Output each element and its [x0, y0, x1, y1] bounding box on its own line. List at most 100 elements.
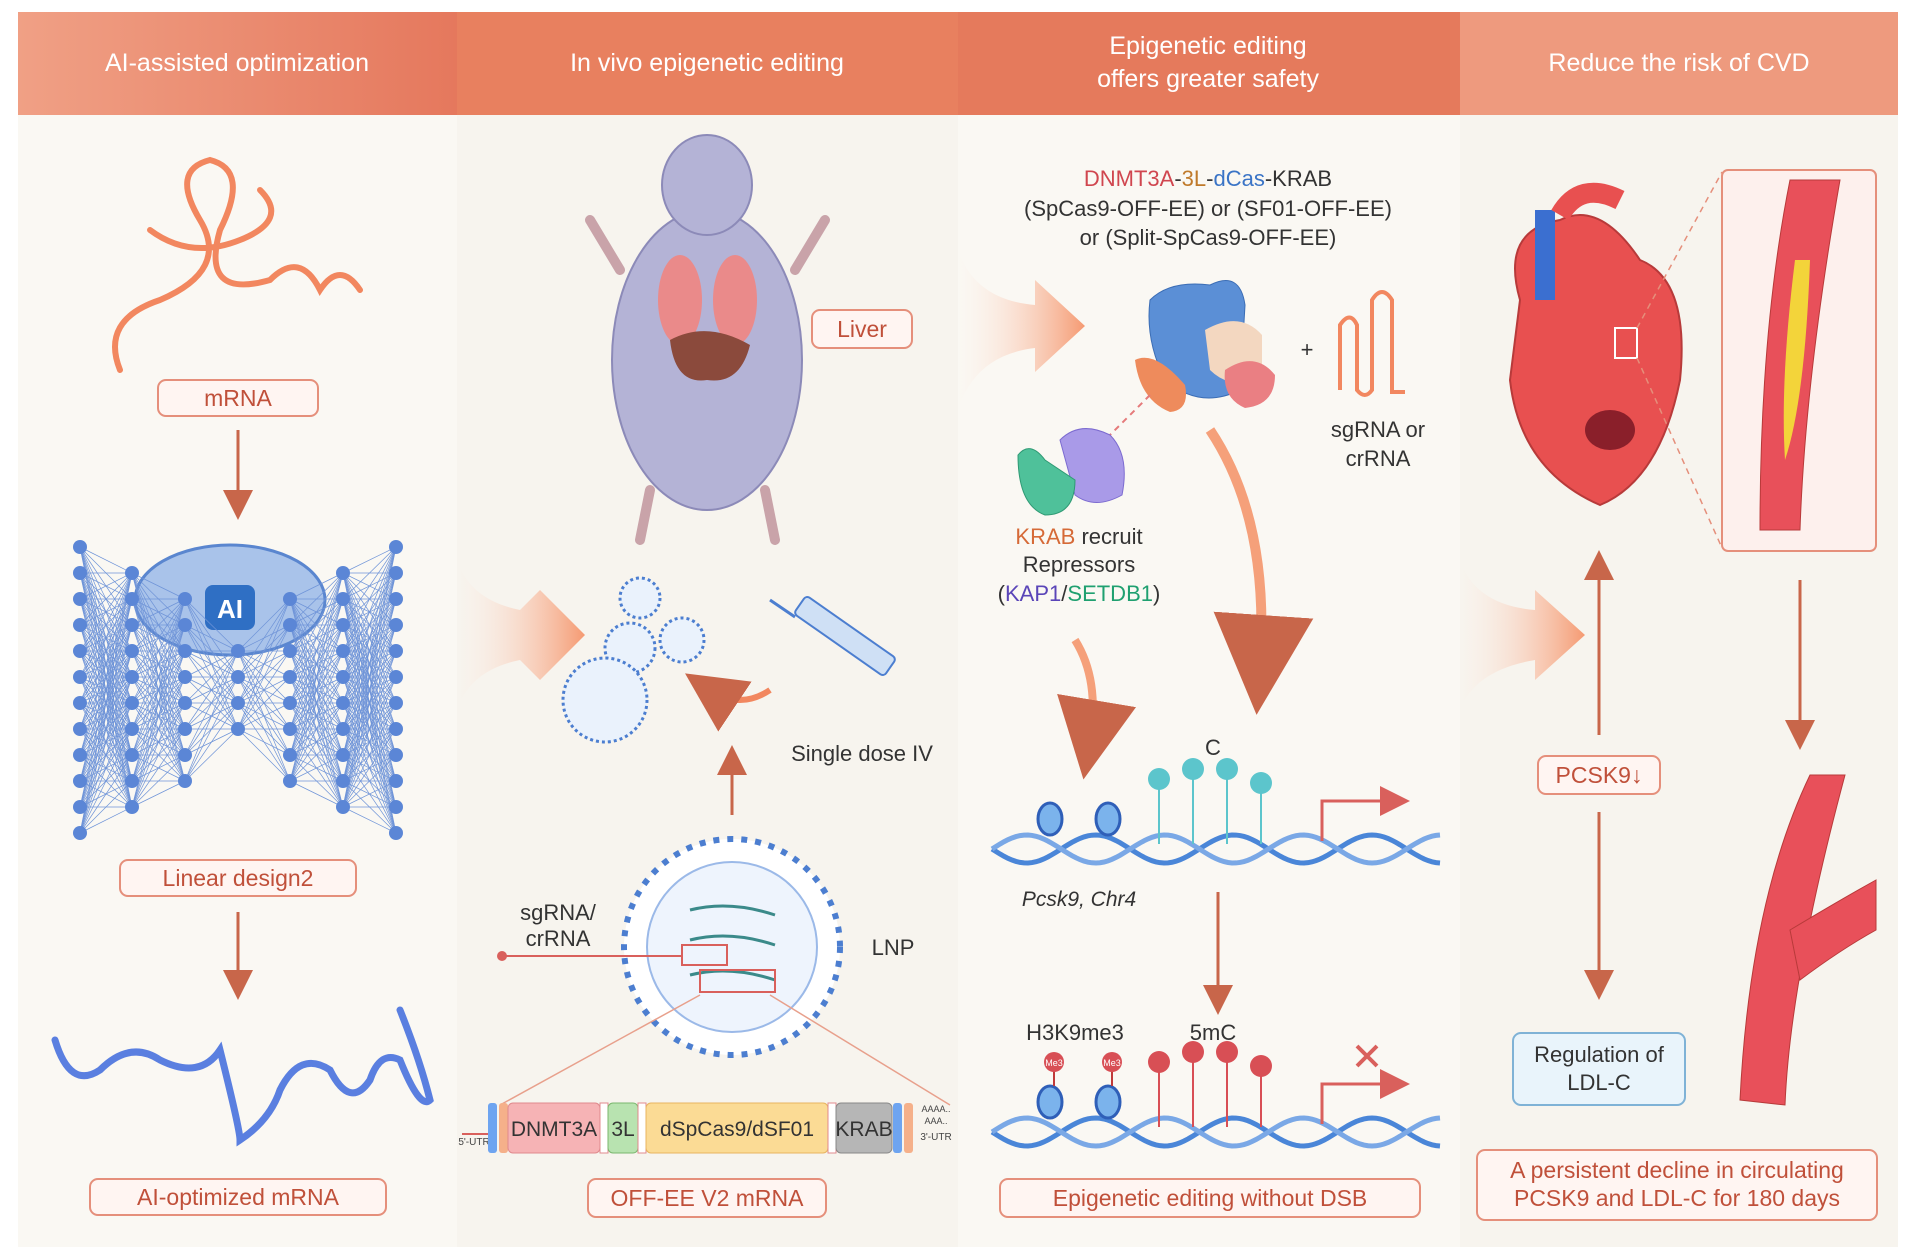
off-ee-v2-box: [587, 1178, 827, 1218]
liver-label: Liver: [837, 316, 887, 342]
dna-strand: [990, 832, 1441, 866]
nn-node: [178, 774, 192, 788]
nn-node: [336, 722, 350, 736]
nn-node: [125, 592, 139, 606]
nn-node: [231, 670, 245, 684]
nn-node: [389, 826, 403, 840]
regulation-label: Regulation of: [1534, 1042, 1665, 1067]
construct-name: DNMT3A-3L-dCas-KRAB: [1084, 166, 1332, 191]
panel-title: Reduce the risk of CVD: [1548, 49, 1809, 77]
crrna-label: crRNA: [1346, 446, 1411, 471]
panel-title-line1: Epigenetic editing: [1109, 32, 1306, 60]
nn-node: [125, 670, 139, 684]
panel-header: [457, 12, 958, 115]
injection-arrow: [685, 673, 772, 732]
ldl-regulation-box: [1512, 1032, 1686, 1106]
nn-node: [336, 774, 350, 788]
mrna-strand-icon: [112, 156, 363, 373]
nn-node: [125, 722, 139, 736]
single-dose-label: Single dose IV: [791, 741, 933, 766]
nn-node: [283, 774, 297, 788]
nn-node: [178, 748, 192, 762]
polya-label: AAA..: [924, 1116, 947, 1126]
nn-node: [125, 800, 139, 814]
panel-title: AI-assisted optimization: [105, 49, 369, 77]
me3-label: Me3: [1103, 1058, 1121, 1068]
dnmt3a-segment: DNMT3A: [511, 1118, 597, 1141]
nn-node: [125, 774, 139, 788]
repressor-proteins-icon: [1017, 428, 1125, 516]
utr3-label: 3'-UTR: [920, 1132, 951, 1143]
nn-node: [336, 748, 350, 762]
unmethylated-cpg: [1182, 758, 1204, 780]
liver-label-box: [811, 309, 913, 349]
dna-methylated: Me3 Me3: [990, 1041, 1441, 1149]
transition-arrow: [958, 250, 1085, 410]
nn-node: [178, 670, 192, 684]
3l-segment: 3L: [611, 1118, 634, 1141]
lnp-label: LNP: [872, 935, 915, 960]
nn-node: [283, 696, 297, 710]
nn-node: [178, 696, 192, 710]
panel-header: [958, 12, 1460, 115]
lnp-icon: [621, 836, 843, 1058]
nn-node: [283, 644, 297, 658]
curved-arrow: [1205, 427, 1314, 715]
5mc-label: 5mC: [1190, 1020, 1237, 1045]
crrna-label: crRNA: [526, 926, 591, 951]
me3-mark: [1102, 1052, 1122, 1072]
nn-node: [389, 696, 403, 710]
pcsk9-label: PCSK9↓: [1556, 762, 1643, 788]
methylated-cpg: [1182, 1041, 1204, 1063]
nn-node: [389, 618, 403, 632]
nn-node: [73, 826, 87, 840]
nn-node: [283, 592, 297, 606]
nn-node: [389, 540, 403, 554]
blocked-x-icon: [1355, 1044, 1379, 1068]
mrna-label-box: [157, 379, 319, 417]
kap1-setdb1-label: (KAP1/SETDB1): [998, 581, 1161, 606]
construct-variants: (SpCas9-OFF-EE) or (SF01-OFF-EE): [1024, 196, 1392, 221]
panel-header: [18, 12, 457, 115]
transcription-arrow-icon: [1320, 1069, 1410, 1124]
nucleosome-icon: [1094, 1084, 1122, 1120]
nn-node: [125, 618, 139, 632]
krab-segment: KRAB: [835, 1118, 892, 1141]
dna-strand: [990, 832, 1441, 866]
construct-variants-2: or (Split-SpCas9-OFF-EE): [1080, 225, 1337, 250]
ai-optimized-mrna-box: [89, 1178, 387, 1216]
lnp-particles-icon: [561, 576, 706, 744]
nn-node: [73, 800, 87, 814]
off-ee-v2-label: OFF-EE V2 mRNA: [611, 1185, 805, 1211]
nn-node: [283, 722, 297, 736]
nn-node: [178, 644, 192, 658]
panel-title-line2: offers greater safety: [1097, 65, 1319, 93]
sgrna-label: sgRNA or: [1331, 417, 1425, 442]
sgrna-hairpin-icon: [1338, 290, 1405, 397]
repressors-label: Repressors: [1023, 552, 1135, 577]
methylated-cpg: [1148, 1051, 1170, 1073]
nn-node: [231, 696, 245, 710]
nn-node: [389, 670, 403, 684]
transition-arrow: [1460, 560, 1585, 710]
nn-node: [73, 670, 87, 684]
nn-node: [231, 722, 245, 736]
nn-node: [336, 670, 350, 684]
nn-node: [73, 722, 87, 736]
me3-label: Me3: [1045, 1058, 1063, 1068]
syringe-icon: [769, 596, 896, 676]
nn-node: [389, 748, 403, 762]
methylated-cpg: [1216, 1041, 1238, 1063]
dcas-segment: dSpCas9/dSF01: [660, 1118, 814, 1141]
nn-node: [336, 592, 350, 606]
persistent-decline-box: [1476, 1149, 1878, 1221]
krab-recruit-label: KRAB recruit: [1015, 524, 1142, 549]
nn-node: [336, 644, 350, 658]
dcas-complex-icon: [1135, 280, 1275, 412]
nn-node: [389, 566, 403, 580]
neural-network-icon: [73, 540, 403, 840]
nn-node: [389, 800, 403, 814]
nn-node: [125, 748, 139, 762]
nn-node: [336, 800, 350, 814]
